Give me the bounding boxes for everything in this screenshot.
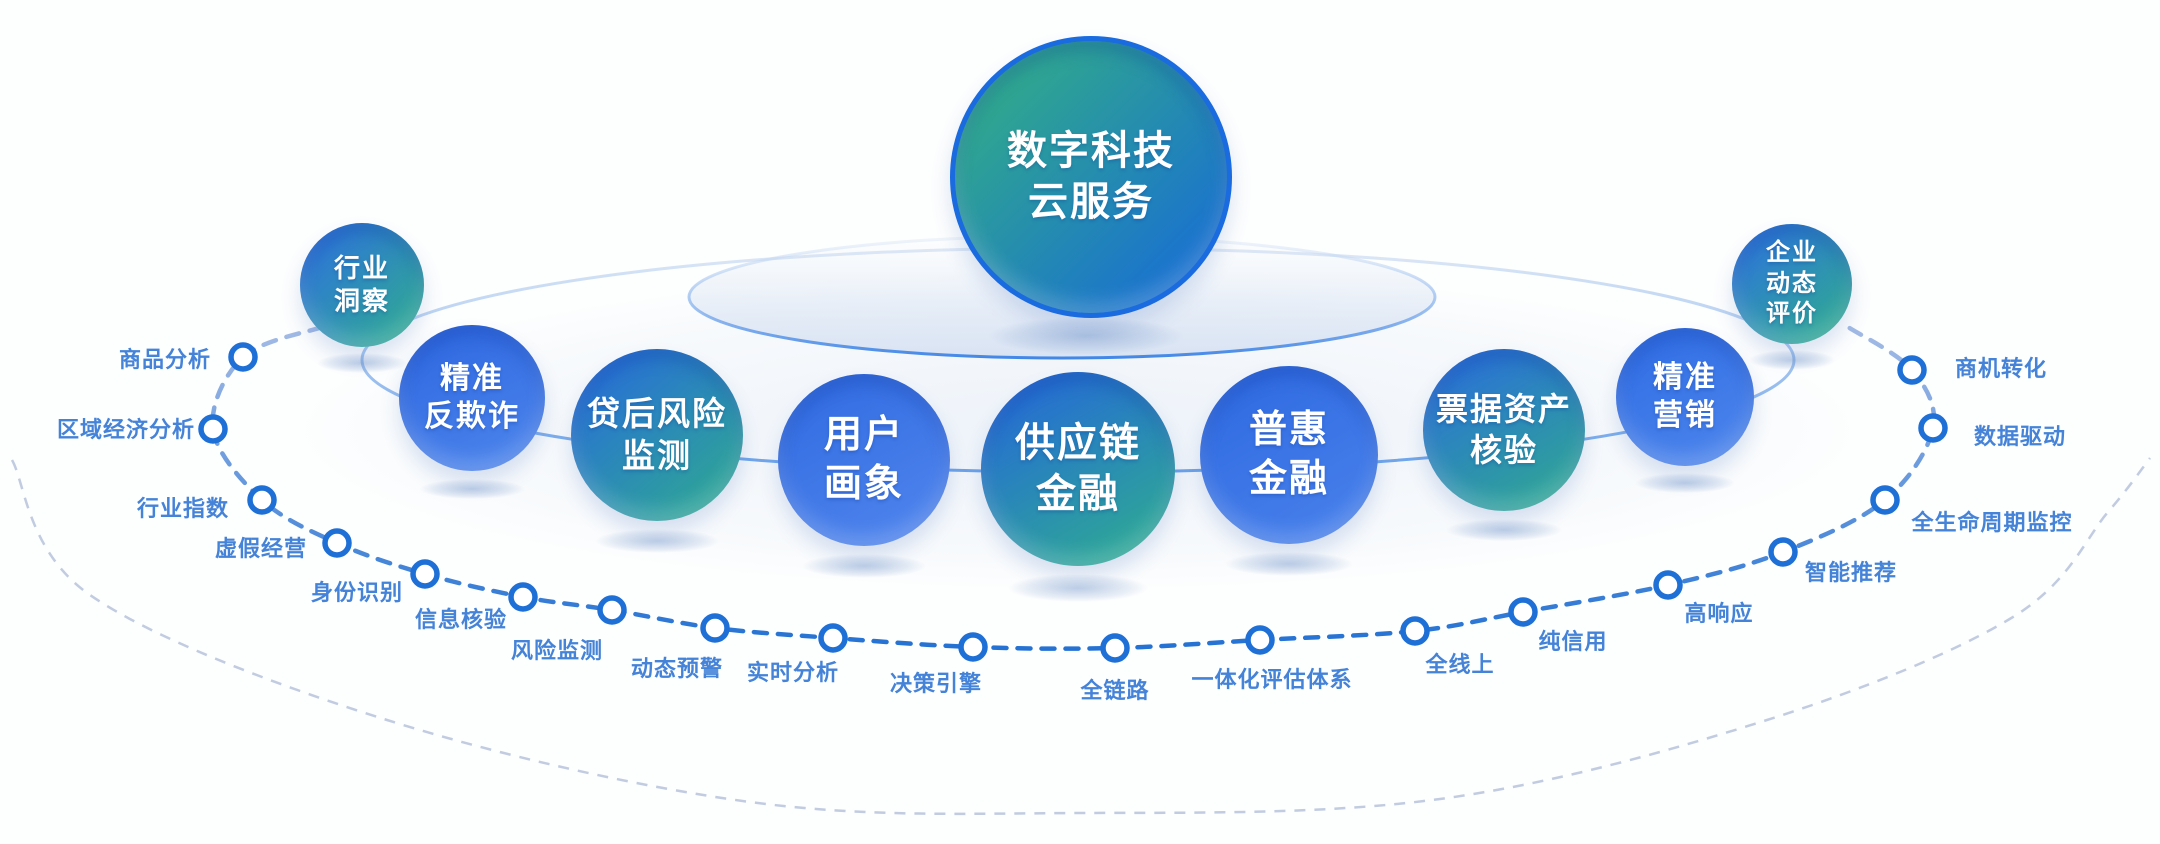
node-label: 决策引擎 [889, 671, 983, 696]
node-label: 全链路 [1080, 678, 1150, 703]
node-dashed-arc [210, 324, 1937, 651]
bubble-shadow [1749, 350, 1835, 370]
node-dot [247, 485, 277, 515]
node-dot [1653, 570, 1683, 600]
bubble-shadow [988, 317, 1184, 355]
node-dot [1245, 625, 1275, 655]
node-dot [1508, 597, 1538, 627]
node-dot [1400, 616, 1430, 646]
node-label: 纯信用 [1538, 629, 1608, 654]
node-dot [198, 414, 228, 444]
node-label: 身份识别 [310, 580, 404, 605]
bubble-shadow [1008, 574, 1148, 602]
node-dot [322, 528, 352, 558]
bubble-shadow [419, 479, 525, 499]
node-dot [597, 595, 627, 625]
node-label: 风险监测 [510, 638, 604, 663]
bubble-hub: 数字科技 云服务 [950, 36, 1232, 318]
node-dot [958, 632, 988, 662]
bubble-user-profile: 用户 画象 [778, 374, 950, 546]
node-label: 行业指数 [136, 496, 230, 521]
node-dot [1897, 355, 1927, 385]
node-dot [508, 582, 538, 612]
node-label: 一体化评估体系 [1191, 667, 1353, 692]
node-label: 数据驱动 [1973, 424, 2067, 449]
bubble-post-loan-risk-monitoring: 贷后风险 监测 [571, 349, 743, 521]
bubble-enterprise-dynamic-evaluation: 企业 动态 评价 [1732, 224, 1852, 344]
node-label: 区域经济分析 [56, 417, 196, 442]
node-label: 动态预警 [630, 656, 724, 681]
bubble-precision-anti-fraud: 精准 反欺诈 [399, 325, 545, 471]
bubble-shadow [595, 529, 719, 553]
node-dot [1918, 413, 1948, 443]
node-label: 全生命周期监控 [1911, 510, 2073, 535]
bubble-shadow [1446, 519, 1562, 541]
bubble-bill-asset-verification: 票据资产 核验 [1423, 349, 1585, 511]
node-label: 实时分析 [746, 660, 840, 685]
node-dot [1100, 633, 1130, 663]
bubble-inclusive-finance: 普惠 金融 [1200, 366, 1378, 544]
node-dot [228, 342, 258, 372]
bubble-shadow [1635, 473, 1735, 493]
node-label: 虚假经营 [214, 536, 308, 561]
node-dot [1870, 485, 1900, 515]
node-label: 商品分析 [118, 347, 212, 372]
node-label: 高响应 [1684, 601, 1754, 626]
node-dot [700, 613, 730, 643]
node-label: 全线上 [1425, 652, 1495, 677]
bubble-precision-marketing: 精准 营销 [1616, 328, 1754, 466]
node-dot [818, 623, 848, 653]
node-dot [1768, 537, 1798, 567]
bubble-industry-insight: 行业 洞察 [300, 223, 424, 347]
node-label: 智能推荐 [1804, 560, 1898, 585]
bubble-shadow [802, 554, 926, 578]
bubble-shadow [317, 353, 407, 373]
bubble-supply-chain-finance: 供应链 金融 [981, 372, 1175, 566]
bubble-shadow [1225, 552, 1353, 576]
node-dot [410, 559, 440, 589]
node-label: 商机转化 [1954, 356, 2048, 381]
node-label: 信息核验 [414, 607, 508, 632]
